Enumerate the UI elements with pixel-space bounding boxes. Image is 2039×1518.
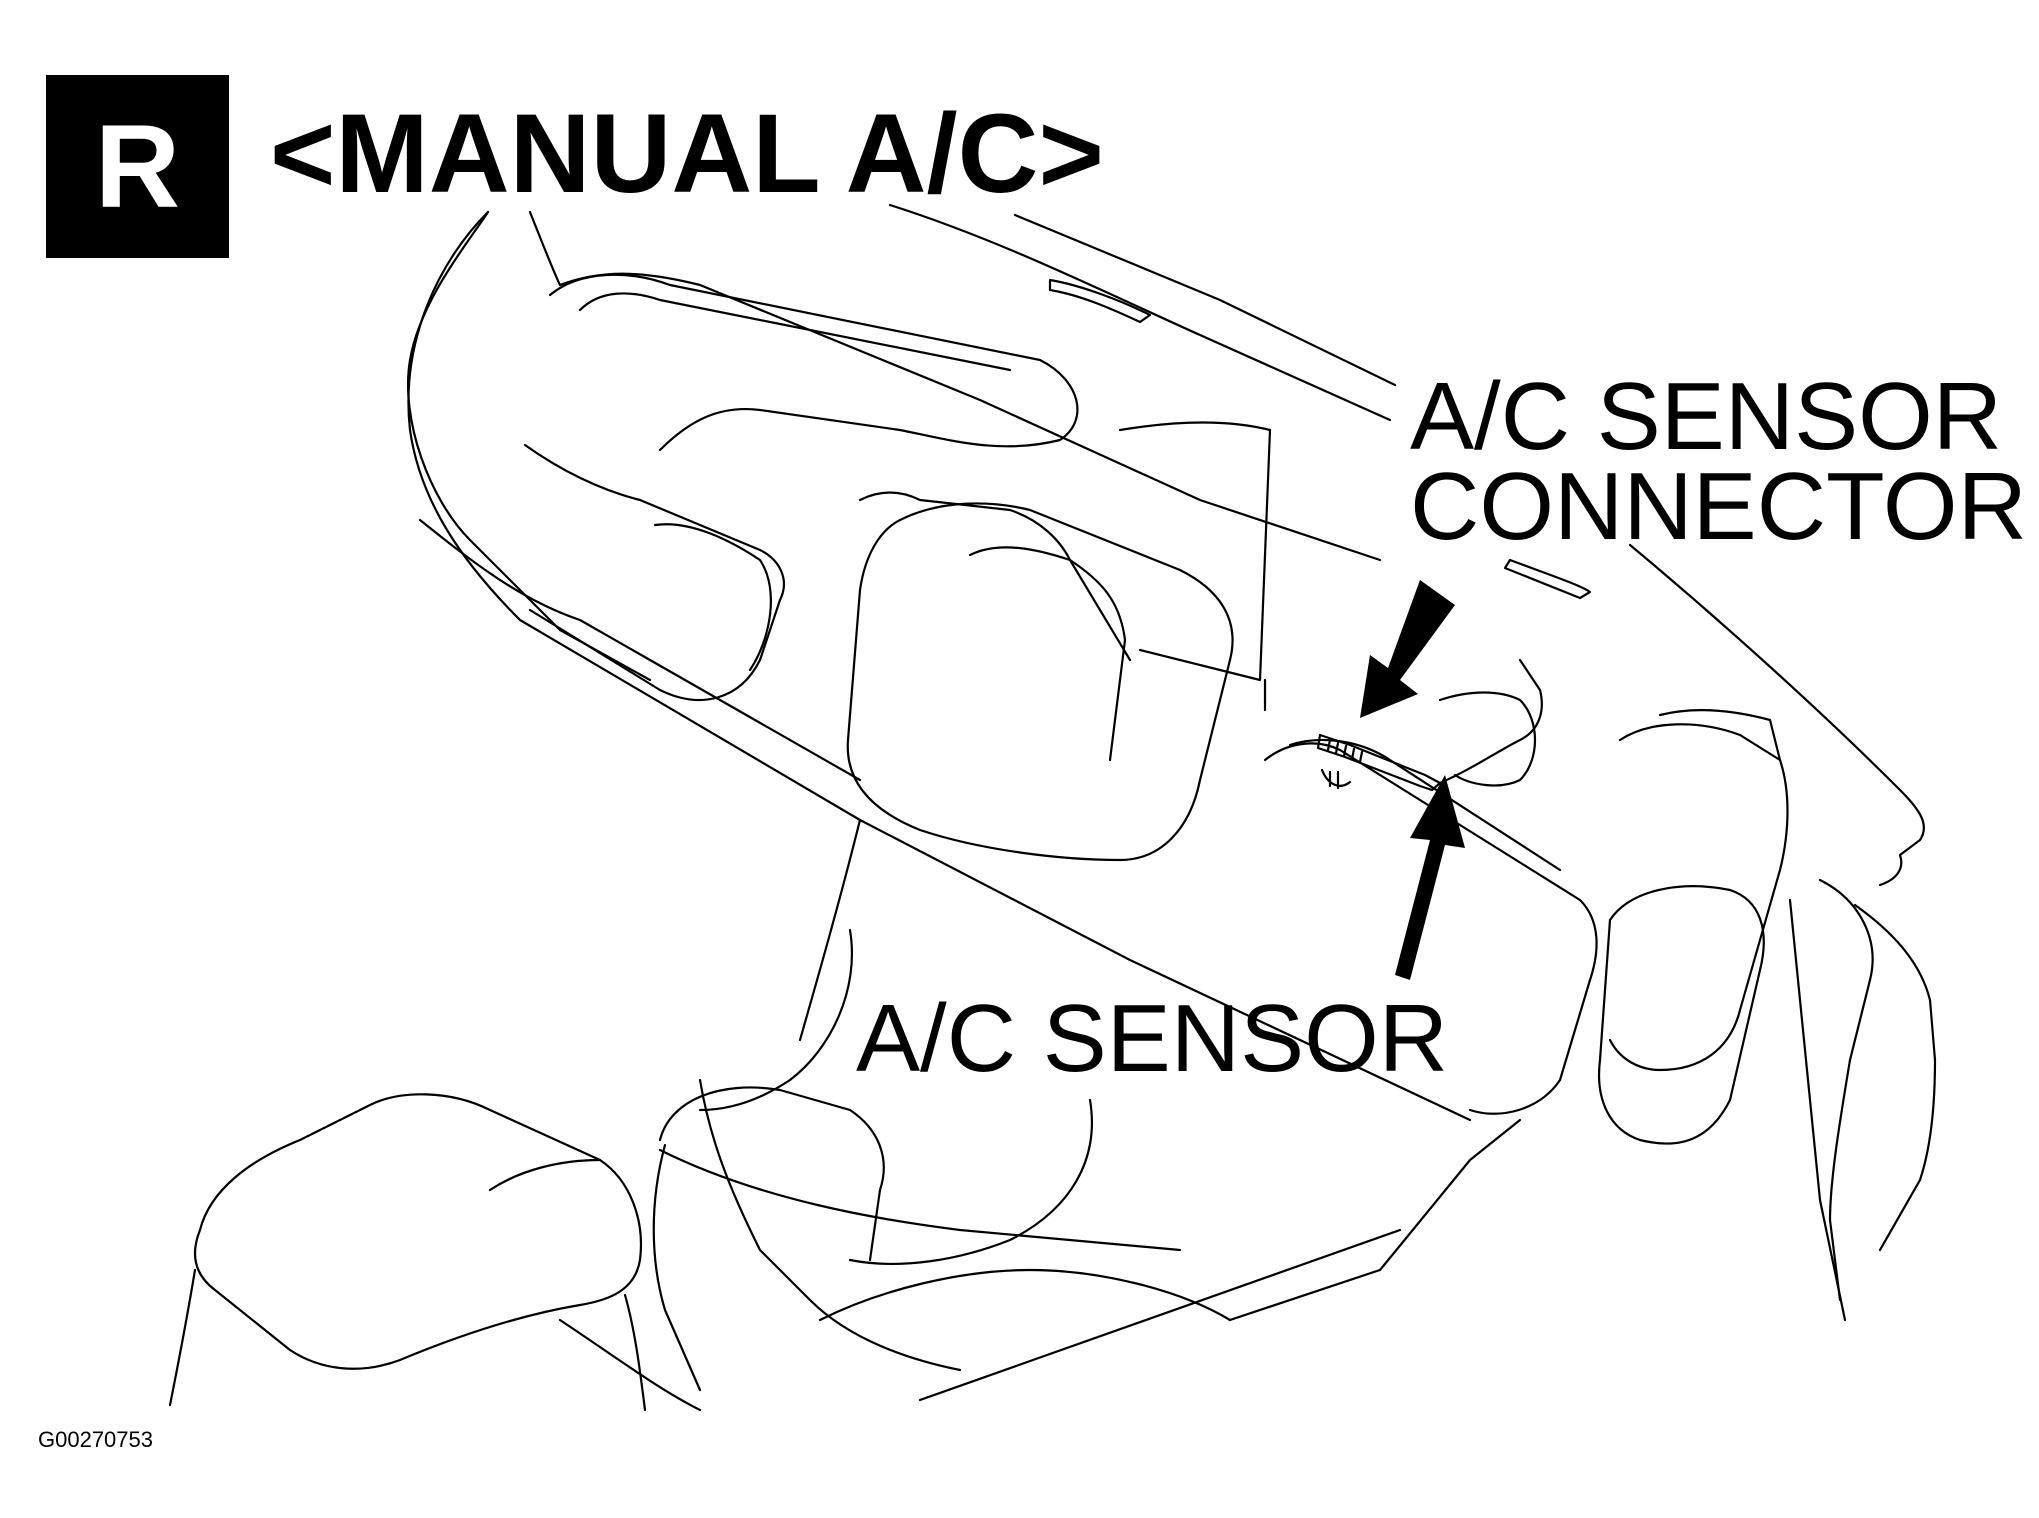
figure-id: G00270753: [38, 1427, 153, 1452]
console-bottom: [658, 1148, 1182, 1252]
connector-body: [1316, 733, 1442, 792]
seat-back-right: [623, 1293, 647, 1412]
sensor-arrow: [1395, 775, 1465, 980]
dash-outline-left: [407, 210, 1472, 1122]
center-stack-panel: [846, 502, 1234, 862]
dash-right-sweep: [1628, 543, 1925, 887]
defroster-slot-right: [1503, 558, 1592, 600]
cluster-left-curve: [406, 210, 652, 682]
lower-dash-panel: [1263, 742, 1598, 1115]
connector-ribs: [1326, 738, 1364, 764]
armrest: [658, 1086, 885, 1262]
defroster-slot: [1048, 278, 1152, 324]
center-stack-outline: [1118, 421, 1272, 682]
sensor-window: [1288, 738, 1562, 872]
steering-column-lower: [798, 818, 862, 1042]
cluster-hood: [548, 273, 1079, 452]
cluster-bezel: [523, 443, 785, 702]
dash-right-lower-2: [1788, 898, 1847, 1322]
harness-wire: [1438, 658, 1543, 785]
seat-back-left: [168, 1268, 197, 1407]
seat-headrest: [193, 1093, 642, 1370]
armrest-lower: [652, 1143, 702, 1392]
connector-arrow: [1360, 580, 1455, 718]
passenger-airbag-panel: [1608, 723, 1789, 1072]
dash-top-edge: [888, 203, 1392, 422]
harness-loop: [1438, 691, 1537, 787]
door-edge: [1853, 903, 1937, 1252]
console-side: [698, 1078, 962, 1372]
passenger-vent-housing: [1658, 708, 1782, 762]
callout-connector-line2: CONNECTOR: [1410, 453, 2027, 560]
console-lower-edge: [1228, 1118, 1522, 1322]
cluster-face: [653, 523, 772, 672]
diagram-title: <MANUAL A/C>: [270, 91, 1104, 216]
callout-connector-line1: A/C SENSOR: [1410, 363, 2003, 470]
console-curve: [848, 1098, 1093, 1265]
badge-letter: R: [94, 100, 181, 233]
console-tray: [818, 1268, 1232, 1322]
glovebox-outline: [1598, 885, 1765, 1145]
section-badge: R: [46, 75, 229, 258]
center-stack-inner: [968, 546, 1127, 762]
door-panel-left: [418, 518, 862, 782]
cluster-hood-inner: [578, 292, 1012, 372]
floor-line: [918, 1228, 1402, 1402]
seat-center: [558, 1318, 702, 1412]
column-shroud: [858, 491, 1132, 662]
windshield-line: [1013, 213, 1397, 387]
seat-shoulder: [488, 1158, 602, 1192]
console-upper: [698, 928, 854, 1112]
sensor-grille: [1320, 768, 1352, 790]
callout-sensor: A/C SENSOR: [856, 985, 1449, 1092]
callout-sensor-connector: A/C SENSOR CONNECTOR: [1410, 363, 2027, 560]
dash-right-lower: [1818, 878, 1874, 1302]
